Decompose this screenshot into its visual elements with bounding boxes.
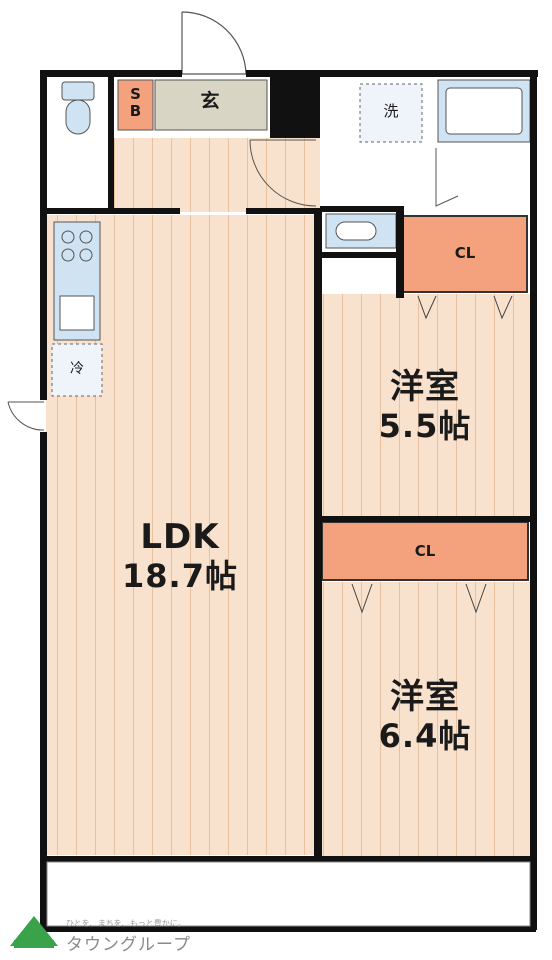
western-room-2-area: 6.4帖 <box>378 717 472 755</box>
room2-floor <box>320 582 530 856</box>
fridge-label: 冷 <box>70 361 84 377</box>
entrance-label: 玄 <box>200 90 220 112</box>
toilet-fixture <box>61 81 95 135</box>
bath-door <box>435 148 459 207</box>
hall-door <box>249 139 317 207</box>
western-room-1-label: 洋室 5.5帖 <box>345 370 505 442</box>
brand-name: タウングループ <box>66 935 191 955</box>
closet-1 <box>402 215 528 293</box>
western-room-2-name: 洋室 <box>390 677 460 717</box>
washer-label: 洗 <box>383 102 399 120</box>
brand-logo-icon <box>10 916 58 948</box>
balcony <box>46 861 531 927</box>
entrance-door <box>181 11 247 75</box>
side-door <box>7 401 45 431</box>
walls <box>40 70 538 932</box>
ldk-name: LDK <box>140 517 220 557</box>
shoe-box-label: S B <box>118 86 153 120</box>
washer-space <box>359 83 423 143</box>
brand-tagline: ひとを、まちを、もっと豊かに。 <box>66 919 186 928</box>
shoe-box-line2: B <box>129 102 142 120</box>
ldk-label: LDK 18.7帖 <box>100 520 260 592</box>
bathtub <box>437 79 531 143</box>
closet-1-label: CL <box>454 244 476 262</box>
hall-floor <box>112 138 320 212</box>
closet-2-label: CL <box>414 542 436 560</box>
entrance-floor <box>154 79 268 131</box>
closet-door-marks <box>351 295 513 614</box>
shoe-box <box>117 79 154 131</box>
western-room-1-area: 5.5帖 <box>378 407 472 445</box>
wash-basin <box>325 213 397 249</box>
entrance-pillar <box>270 76 320 138</box>
room1-floor <box>320 294 530 516</box>
shoe-box-line1: S <box>130 85 141 103</box>
western-room-2-label: 洋室 6.4帖 <box>345 680 505 752</box>
fridge-space <box>51 343 103 397</box>
western-room-1-name: 洋室 <box>390 367 460 407</box>
ldk-area: 18.7帖 <box>122 557 238 595</box>
kitchen-counter <box>53 221 101 341</box>
